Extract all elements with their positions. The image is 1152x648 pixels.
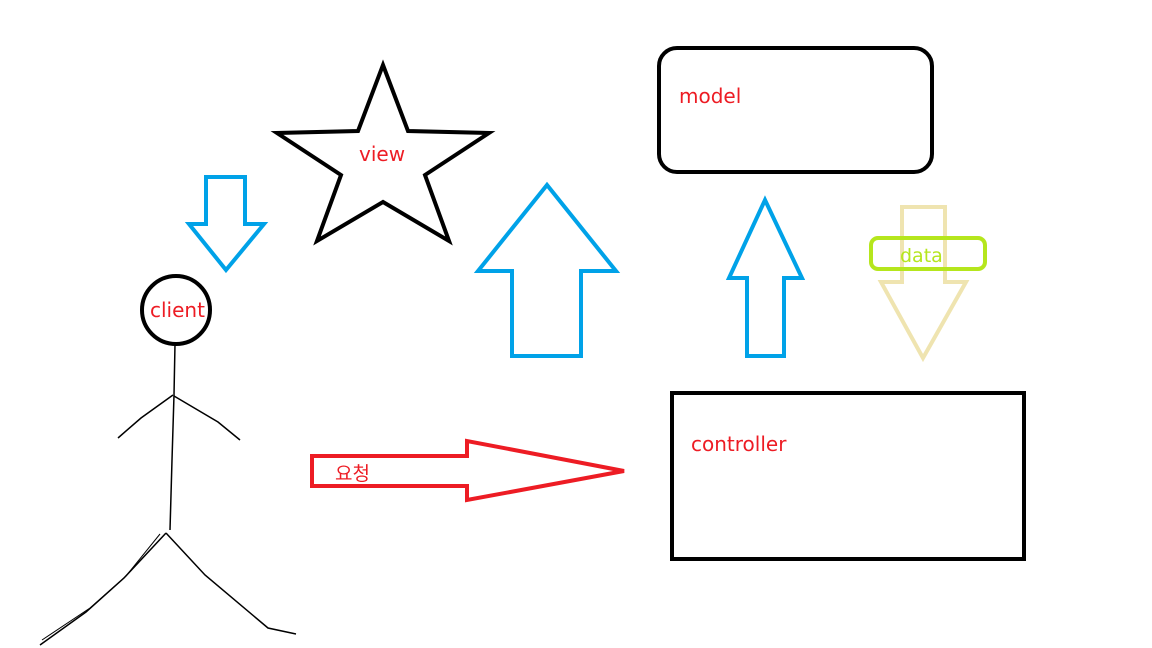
model-box [657,46,934,174]
controller-label: controller [691,432,787,456]
controller-box [670,391,1026,561]
client-right-arm [173,395,241,441]
data-badge: data [869,236,987,271]
client-head [140,274,212,346]
request-arrow-group: 요청 [310,438,625,503]
data-label: data [900,245,943,267]
client-body [169,343,176,531]
client-right-leg [165,532,297,635]
client-left-leg-2 [41,533,161,641]
request-label: 요청 [335,463,370,485]
model-node: model [657,46,934,174]
client-left-arm [117,394,174,439]
model-to-controller-data-arrow [877,205,970,363]
model-label: model [679,84,741,108]
controller-node: controller [670,391,1026,561]
client-to-controller-request-arrow [310,438,625,503]
view-star [270,59,496,246]
client-node: client [39,274,297,646]
view-node: view [270,59,496,246]
client-label: client [150,298,205,322]
view-to-client-arrow [184,175,269,274]
controller-to-view-arrow [473,181,621,358]
view-label: view [359,142,405,166]
data-badge-box [869,236,987,271]
controller-to-model-arrow [725,195,806,358]
